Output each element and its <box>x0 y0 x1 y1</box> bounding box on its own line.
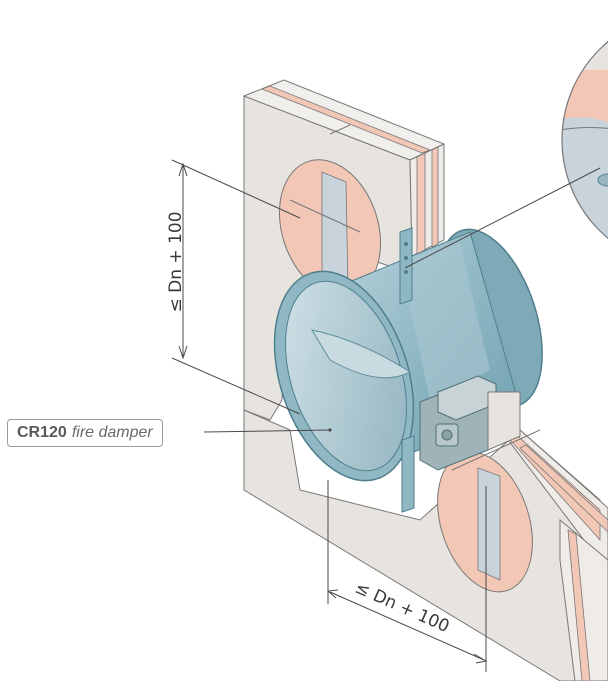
dimension-diagonal <box>326 480 488 672</box>
product-model: CR120 <box>17 424 67 441</box>
arrowhead-left <box>326 589 339 599</box>
wall-upper <box>242 79 446 421</box>
actuator <box>419 375 521 471</box>
arrowhead-right <box>473 653 488 664</box>
dimension-label-vertical: ≤ Dn + 100 <box>166 211 186 312</box>
callout-leader-line <box>203 429 331 433</box>
wall-lower <box>243 409 608 681</box>
extension-line-top <box>171 159 301 219</box>
detail-magnifier <box>561 12 608 268</box>
dimension-vertical <box>171 159 301 415</box>
arrowhead-bottom <box>178 345 188 360</box>
dimension-line-diagonal <box>329 591 485 661</box>
product-callout: CR120 fire damper <box>7 419 163 447</box>
leader-lines <box>203 167 601 433</box>
arrowhead-top <box>178 162 188 177</box>
product-description: fire damper <box>71 424 153 441</box>
fire-damper <box>273 227 543 513</box>
detail-leader-line <box>404 167 601 269</box>
callout-leader-dot <box>328 428 332 432</box>
extension-line-bottom <box>171 357 301 415</box>
